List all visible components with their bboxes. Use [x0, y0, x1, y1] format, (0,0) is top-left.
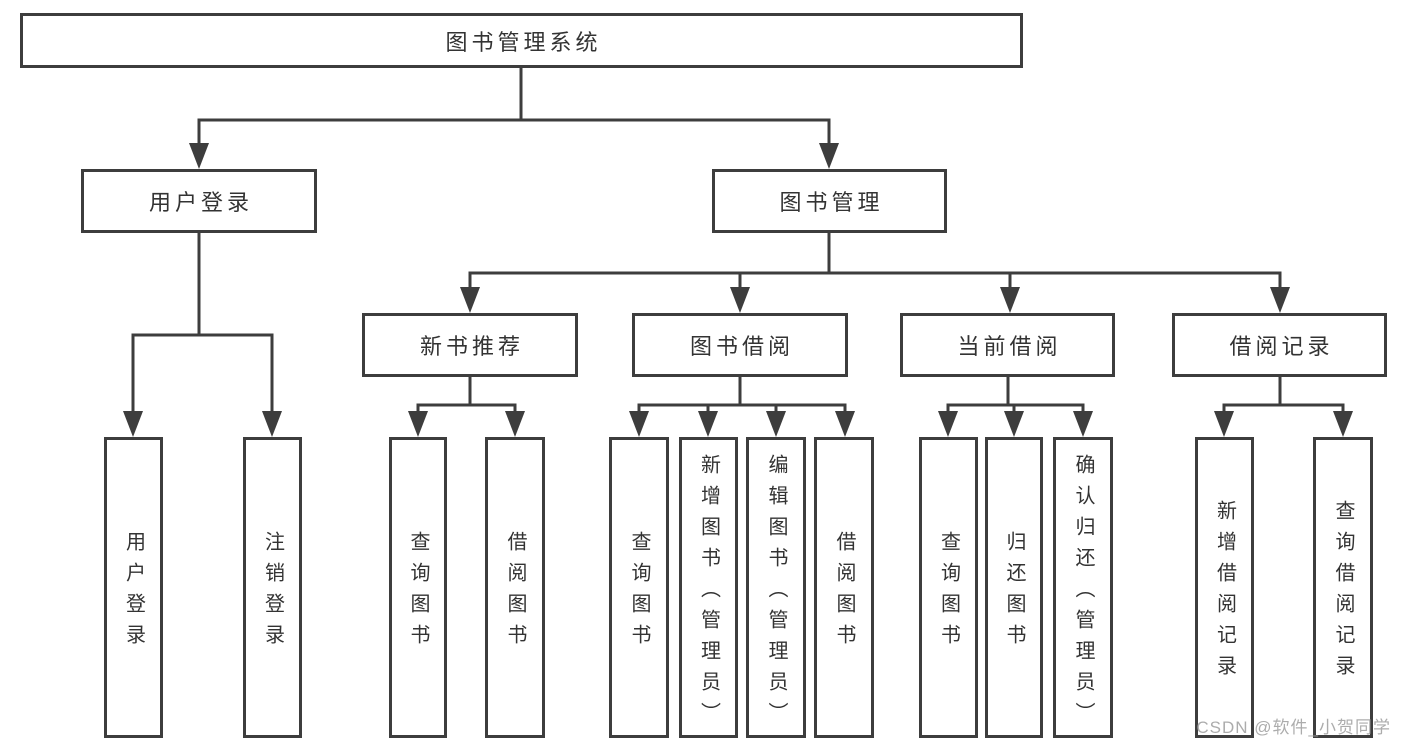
node-label: 编辑图书（管理员）	[765, 453, 787, 733]
node-label: 图书借阅	[689, 334, 794, 359]
node-label: 图书管理系统	[445, 29, 602, 55]
leaf-logout: 注销登录	[243, 437, 302, 738]
node-borrowing-records: 借阅记录	[1172, 313, 1387, 377]
node-label: 用户登录	[122, 531, 145, 655]
watermark: CSDN @软件_小贺同学	[1196, 718, 1391, 737]
leaf-borrow-books-recommend: 借阅图书	[485, 437, 545, 738]
leaf-return-books: 归还图书	[985, 437, 1043, 738]
leaf-borrow-books-borrowing: 借阅图书	[814, 437, 874, 738]
leaf-user-login: 用户登录	[104, 437, 163, 738]
leaf-query-books-recommend: 查询图书	[389, 437, 447, 738]
node-label: 当前借阅	[957, 334, 1062, 359]
node-label: 新增图书（管理员）	[697, 453, 720, 733]
arrowheads	[123, 143, 1353, 437]
node-current-borrowing: 当前借阅	[900, 313, 1115, 377]
leaf-edit-book-admin: 编辑图书（管理员）	[746, 437, 806, 738]
leaf-confirm-return-admin: 确认归还（管理员）	[1053, 437, 1113, 738]
node-label: 借阅图书	[504, 531, 526, 655]
node-label: 查询图书	[628, 531, 650, 655]
node-label: 用户登录	[148, 190, 253, 215]
node-label: 确认归还（管理员）	[1072, 453, 1094, 733]
node-label: 归还图书	[1003, 531, 1025, 655]
node-label: 查询图书	[937, 531, 960, 655]
leaf-query-books-current: 查询图书	[919, 437, 978, 738]
node-label: 查询借阅记录	[1332, 500, 1354, 686]
node-book-management: 图书管理	[712, 169, 947, 233]
leaf-query-books-borrowing: 查询图书	[609, 437, 669, 738]
node-label: 图书管理	[779, 190, 884, 215]
leaf-add-borrow-record: 新增借阅记录	[1195, 437, 1254, 738]
node-label: 新书推荐	[419, 334, 524, 359]
node-new-book-recommendation: 新书推荐	[362, 313, 578, 377]
node-label: 新增借阅记录	[1213, 500, 1236, 686]
leaf-query-borrow-record: 查询借阅记录	[1313, 437, 1373, 738]
leaf-add-book-admin: 新增图书（管理员）	[679, 437, 738, 738]
node-root: 图书管理系统	[20, 13, 1023, 68]
node-label: 借阅记录	[1229, 334, 1334, 359]
node-label: 注销登录	[261, 531, 284, 655]
node-label: 借阅图书	[833, 531, 855, 655]
node-user-login: 用户登录	[81, 169, 317, 233]
node-label: 查询图书	[407, 531, 429, 655]
node-book-borrowing: 图书借阅	[632, 313, 848, 377]
